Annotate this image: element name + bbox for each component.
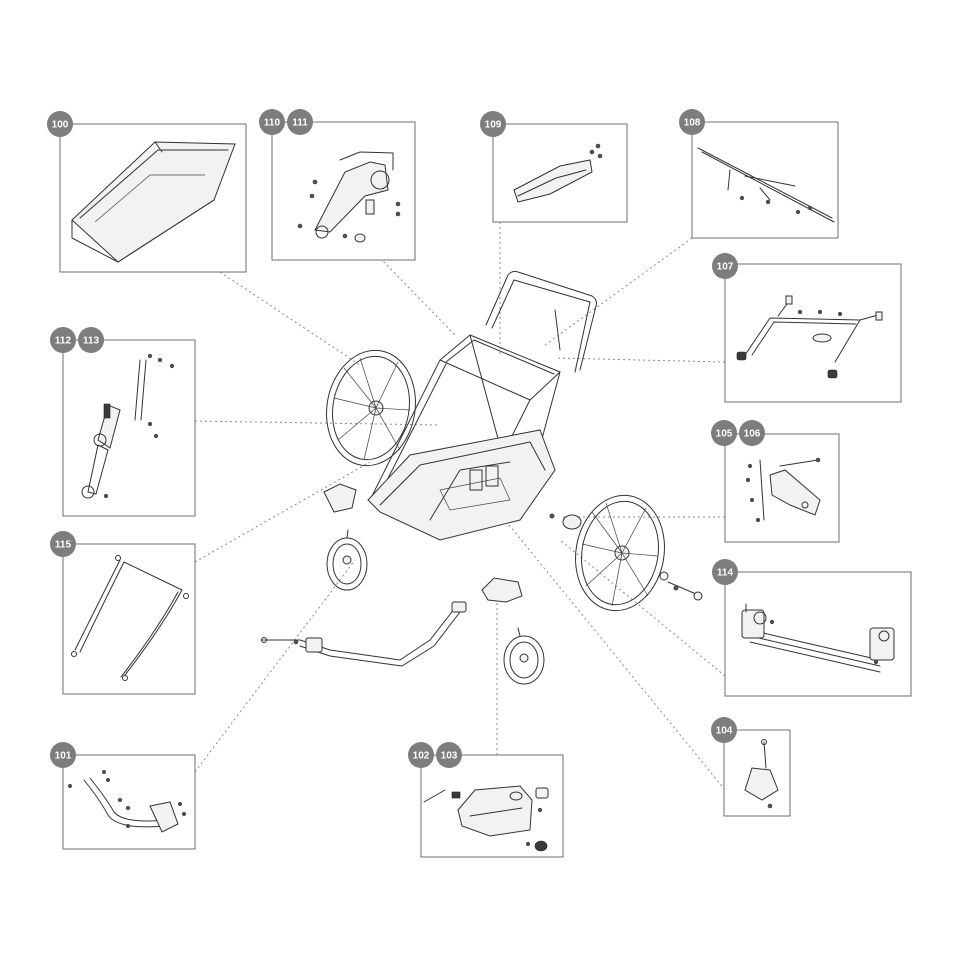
callout-badge-108[interactable]: 108 [679,109,705,135]
callout-badge-115[interactable]: 115 [50,531,76,557]
callout-label: 112 [55,336,72,347]
tow-arm-illustration [68,770,186,833]
callout-badge-104[interactable]: 104 [711,717,737,743]
callout-badge-101[interactable]: 101 [50,742,76,768]
callout-label: 107 [717,262,734,273]
part-box-115[interactable] [62,543,196,695]
callout-label: 105 [716,429,733,440]
part-box-112-113[interactable] [62,339,196,517]
push-bar-illustration [736,295,883,379]
cross-bar-illustration [697,147,835,223]
callout-badge-106[interactable]: 106 [739,420,765,446]
callout-label: 106 [744,429,761,440]
callout-label: 115 [55,540,72,551]
axle-bracket-illustration [745,457,821,523]
callout-badge-112[interactable]: 112 [50,327,76,353]
stroller-frame-assembly [261,270,703,685]
callout-label: 101 [55,751,72,762]
tow-bar [261,601,467,667]
callout-badge-111[interactable]: 111 [287,109,313,135]
callout-badge-110[interactable]: 110 [259,109,285,135]
callout-label: 110 [264,118,281,129]
right-wheel [575,494,665,612]
part-box-110-111[interactable] [271,121,416,261]
callout-label: 114 [717,568,734,579]
canopy-cover-illustration [71,141,236,263]
part-box-107[interactable] [724,263,902,403]
swivel-wheel-housing-illustration [423,785,549,852]
callout-badge-114[interactable]: 114 [712,559,738,585]
callout-label: 108 [684,118,701,129]
part-box-102-103[interactable] [420,754,564,858]
callout-badge-109[interactable]: 109 [480,111,506,137]
brake-arm-illustration [81,353,175,499]
part-box-114[interactable] [724,571,912,697]
part-box-108[interactable] [691,121,839,239]
part-box-100[interactable] [59,123,247,273]
front-swivel-wheel-left [323,483,368,591]
callout-label: 100 [52,120,69,131]
part-box-101[interactable] [62,754,196,850]
callout-badge-113[interactable]: 113 [78,327,104,353]
rear-axle-illustration [741,603,895,673]
callout-label: 103 [441,751,458,762]
part-box-105-106[interactable] [724,433,840,543]
handlebar-hinge-illustration [297,151,401,243]
handle-grip-illustration [513,143,603,203]
front-swivel-wheel-right [481,577,545,685]
callout-label: 111 [292,118,308,129]
callout-badge-107[interactable]: 107 [712,253,738,279]
callout-badge-105[interactable]: 105 [711,420,737,446]
part-box-104[interactable] [723,729,791,817]
part-box-109[interactable] [492,123,628,223]
callout-label: 104 [716,726,733,737]
callout-label: 109 [485,120,502,131]
callout-label: 102 [413,751,430,762]
callout-badge-100[interactable]: 100 [47,111,73,137]
frame-tube-illustration [71,555,189,681]
clip-illustration [744,739,779,809]
callout-badge-102[interactable]: 102 [408,742,434,768]
left-wheel [326,349,416,467]
callout-label: 113 [83,336,100,347]
callout-badge-103[interactable]: 103 [436,742,462,768]
